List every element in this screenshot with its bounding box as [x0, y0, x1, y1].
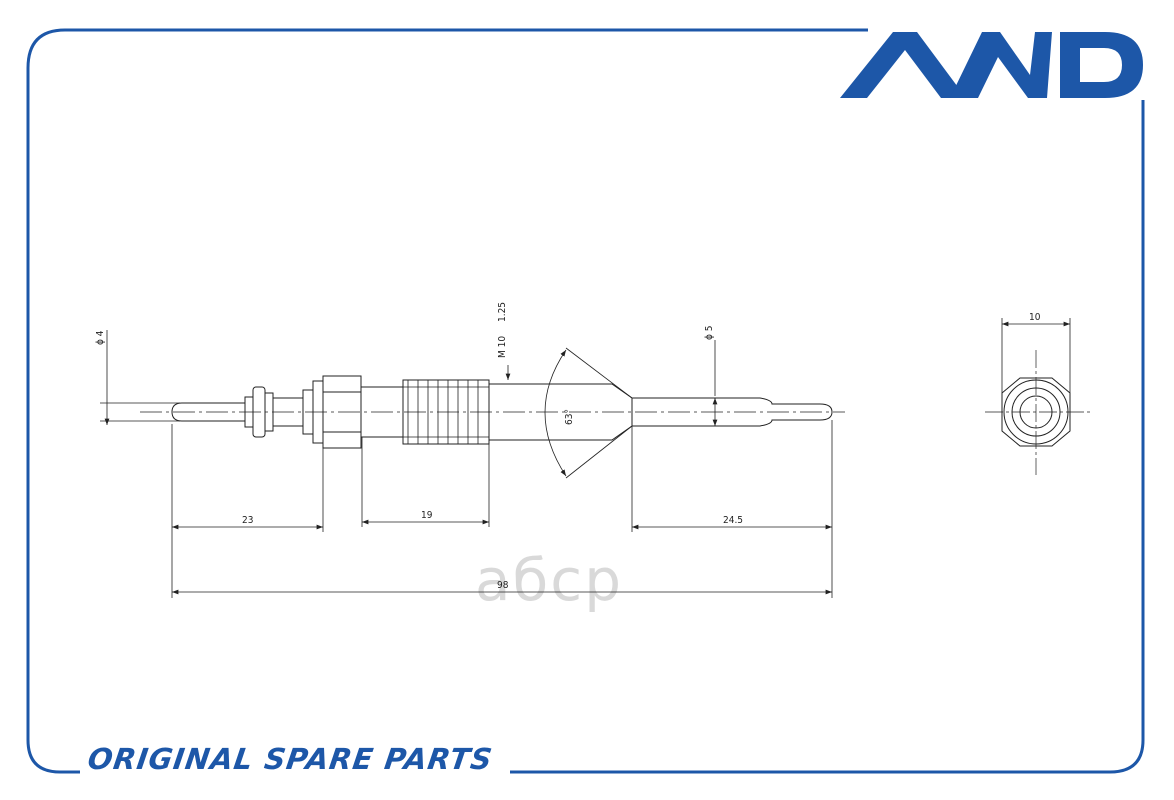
thread-length-label: 19	[421, 510, 433, 521]
total-length-label: 98	[497, 580, 509, 591]
tip-length-label: 23	[242, 515, 253, 526]
thread-pitch-label: 1.25	[497, 302, 508, 322]
body-diameter-label: ϕ 5	[704, 325, 715, 340]
hex-size-label: 10	[1029, 312, 1041, 323]
footer-tagline: ORIGINAL SPARE PARTS	[85, 742, 495, 776]
amd-logo	[840, 32, 1143, 98]
tip-diameter-label: ϕ 4	[95, 330, 106, 345]
body-length-label: 24.5	[723, 515, 743, 526]
cone-angle-dimension	[544, 347, 633, 479]
cone-angle-label: 63°	[564, 409, 575, 425]
thread-size-label: M 10	[497, 336, 508, 358]
glow-plug-end-view	[985, 318, 1090, 475]
glow-plug-side-view	[140, 375, 845, 449]
watermark: aбcp	[475, 546, 623, 614]
length-dimensions	[171, 420, 833, 598]
frame-border	[26, 28, 1145, 774]
tip-diameter-dimension	[100, 330, 180, 425]
